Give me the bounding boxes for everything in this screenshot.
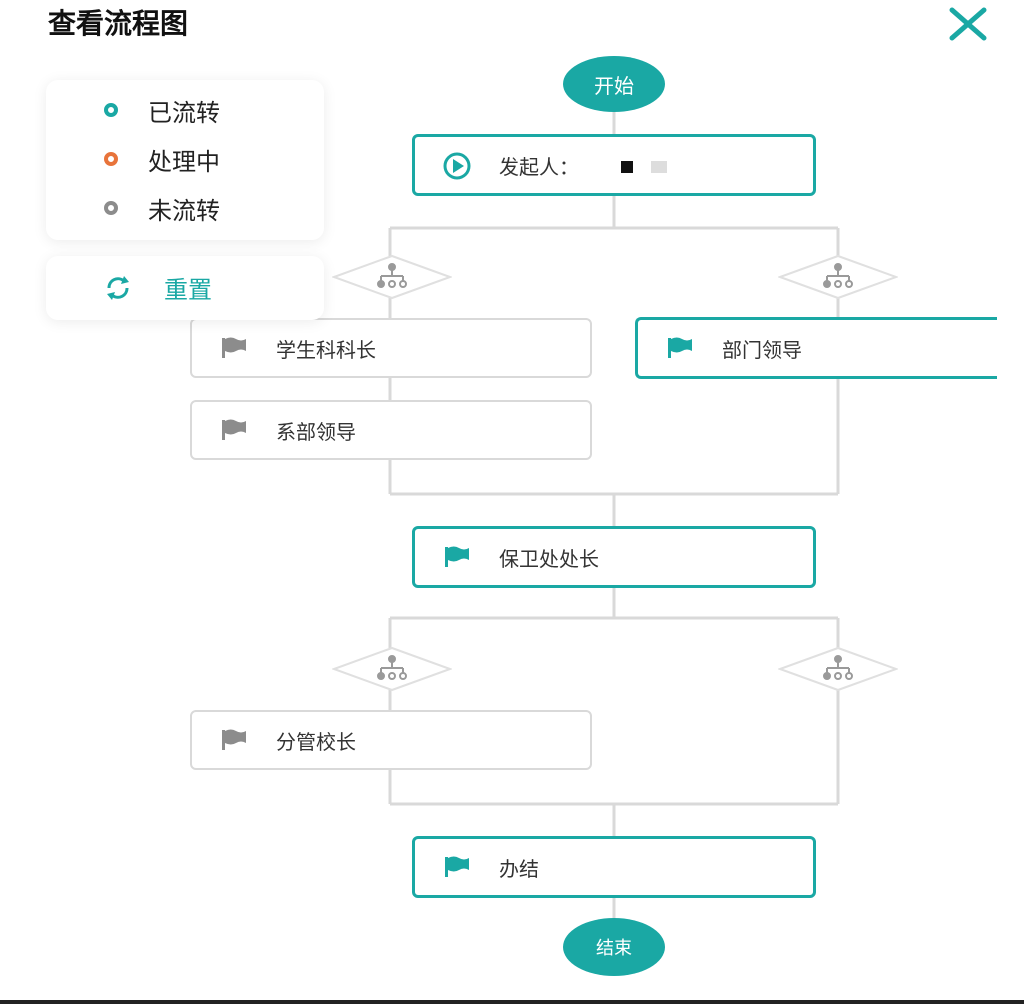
- initiator-label: 发起人：: [499, 154, 579, 179]
- legend-label: 处理中: [148, 147, 220, 176]
- branch-diamond[interactable]: [778, 254, 898, 300]
- end-node: 结束: [563, 918, 665, 976]
- flag-icon: [668, 337, 692, 358]
- reset-button[interactable]: 重置: [46, 256, 324, 320]
- branch-diamond[interactable]: [778, 646, 898, 692]
- flow-node-security-director[interactable]: 保卫处处长: [412, 526, 816, 588]
- initiator-name-redacted: [621, 161, 633, 173]
- flow-node-student-section-chief[interactable]: 学生科科长: [190, 318, 592, 378]
- flag-icon: [222, 729, 246, 750]
- orange-ring-icon: [104, 152, 118, 166]
- page-title: 查看流程图: [48, 7, 189, 40]
- legend-label: 已流转: [148, 98, 220, 127]
- reset-label: 重置: [164, 276, 212, 304]
- node-label: 办结: [499, 856, 539, 881]
- flow-node-vice-principal[interactable]: 分管校长: [190, 710, 592, 770]
- flow-node-completed[interactable]: 办结: [412, 836, 816, 898]
- legend-label: 未流转: [148, 196, 220, 225]
- flag-icon: [445, 856, 469, 877]
- legend-item-processing: 处理中: [104, 144, 220, 176]
- close-icon[interactable]: [944, 2, 992, 46]
- gray-ring-icon: [104, 201, 118, 215]
- start-node: 开始: [563, 56, 665, 112]
- node-label: 保卫处处长: [499, 546, 599, 571]
- legend-item-circulated: 已流转: [104, 95, 220, 127]
- legend-item-not-circulated: 未流转: [104, 193, 220, 225]
- branch-diamond[interactable]: [332, 254, 452, 300]
- node-label: 部门领导: [722, 337, 802, 362]
- flow-node-department-leader[interactable]: 部门领导: [635, 317, 997, 379]
- flag-icon: [222, 419, 246, 440]
- node-label: 分管校长: [276, 729, 356, 754]
- node-label: 学生科科长: [276, 337, 376, 362]
- flag-icon: [445, 546, 469, 567]
- initiator-node[interactable]: 发起人：: [412, 134, 816, 196]
- flag-icon: [222, 337, 246, 358]
- initiator-name-redacted: [651, 161, 667, 173]
- branch-diamond[interactable]: [332, 646, 452, 692]
- flow-node-faculty-leader[interactable]: 系部领导: [190, 400, 592, 460]
- refresh-icon: [107, 276, 129, 300]
- legend-card: 已流转 处理中 未流转: [46, 80, 324, 240]
- teal-ring-icon: [104, 103, 118, 117]
- node-label: 系部领导: [276, 419, 356, 444]
- bottom-border: [0, 1000, 1024, 1004]
- play-icon: [443, 152, 471, 180]
